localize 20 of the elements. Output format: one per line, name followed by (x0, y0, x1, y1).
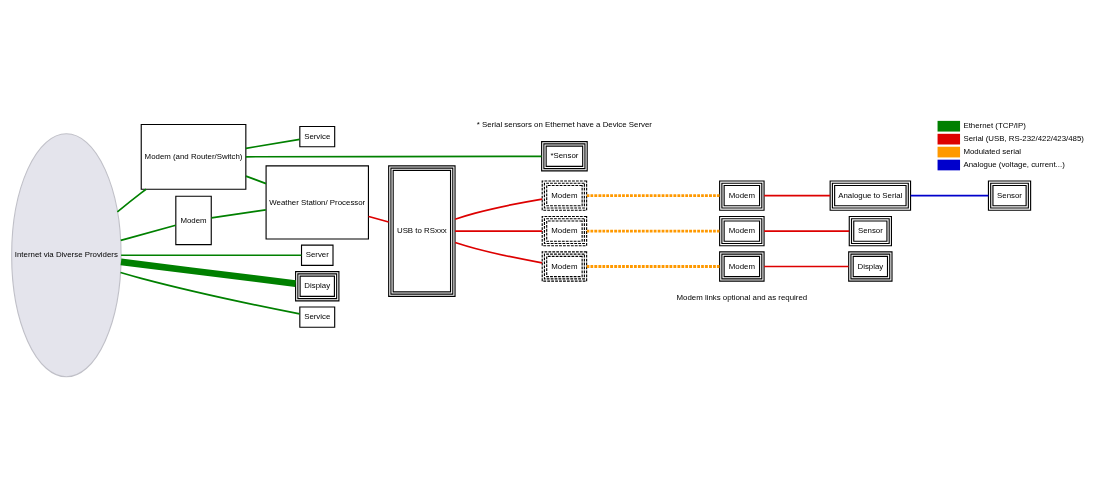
connector (120, 253, 303, 256)
connector (763, 229, 850, 232)
connector (454, 197, 544, 220)
connector (210, 208, 267, 219)
connector (245, 138, 301, 149)
connector (119, 271, 301, 315)
connector (586, 264, 720, 268)
connector (454, 229, 543, 232)
connector (586, 193, 720, 197)
connector (116, 187, 147, 213)
connector (120, 258, 296, 287)
connector (245, 174, 267, 184)
connector (586, 229, 720, 232)
connector (367, 215, 390, 223)
connector (245, 155, 543, 158)
connector (454, 241, 543, 264)
connector (763, 194, 831, 196)
connector (909, 194, 990, 196)
connector (763, 265, 850, 267)
connector (119, 223, 177, 241)
